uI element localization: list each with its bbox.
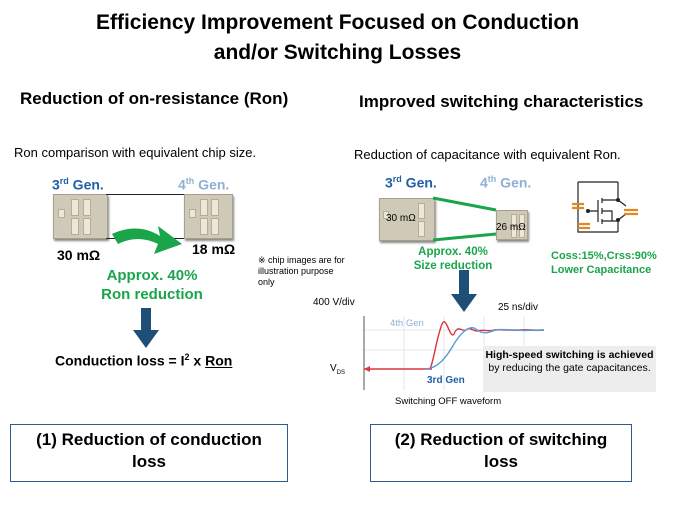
conduction-formula: Conduction loss = I2 x Ron [55,352,233,369]
waveform-x-scale: 25 ns/div [498,302,539,313]
title-line-2: and/or Switching Losses [213,41,462,64]
left-gen3-label: 3rd Gen. [52,176,104,193]
waveform-caption: Switching OFF waveform [395,396,502,407]
gen3-large-chip-image [379,198,435,241]
switching-loss-box: (2) Reduction of switching loss [370,424,632,482]
vds-label: VDS [330,363,346,376]
gen3-chip-value: 30 mΩ [386,213,416,224]
right-subtitle: Reduction of capacitance with equivalent… [354,147,621,162]
conduction-loss-box: (1) Reduction of conduction loss [10,424,288,482]
gen3-ron-value: 30 mΩ [57,247,101,263]
waveform-gen3-label: 3rd Gen [427,375,465,386]
page-title: Efficiency Improvement Focused on Conduc… [0,8,675,68]
gen4-chip-value: 26 mΩ [496,222,526,233]
left-subtitle: Ron comparison with equivalent chip size… [14,145,257,160]
gen3-chip-image [53,194,108,239]
gen4-small-chip-image [496,210,528,240]
gen4-ron-value: 18 mΩ [192,241,236,257]
size-reduction-outline [432,196,497,242]
right-gen3-label: 3rd Gen. [385,174,437,191]
waveform-gen4-label: 4th Gen [390,318,424,329]
waveform-y-scale: 400 V/div [313,297,355,308]
down-arrow-icon [133,308,159,348]
right-header: Improved switching characteristics [359,92,644,111]
capacitance-text: Coss:15%,Crss:90% Lower Capacitance [551,250,657,276]
left-approx-text: Approx. 40% Ron reduction [101,267,203,303]
right-gen4-label: 4th Gen. [480,174,532,191]
high-speed-callout: High-speed switching is achieved by redu… [483,346,656,392]
right-approx-text: Approx. 40% Size reduction [413,246,493,272]
left-gen4-label: 4th Gen. [178,176,230,193]
gen4-chip-image [184,194,233,239]
left-header: Reduction of on-resistance (Ron) [20,89,289,108]
illustration-note: ※ chip images are for illustration purpo… [258,255,345,287]
title-line-1: Efficiency Improvement Focused on Conduc… [95,11,580,34]
down-arrow-right-icon [451,270,477,312]
mosfet-schematic-icon [572,181,638,233]
reduction-arrow-icon [112,226,182,254]
